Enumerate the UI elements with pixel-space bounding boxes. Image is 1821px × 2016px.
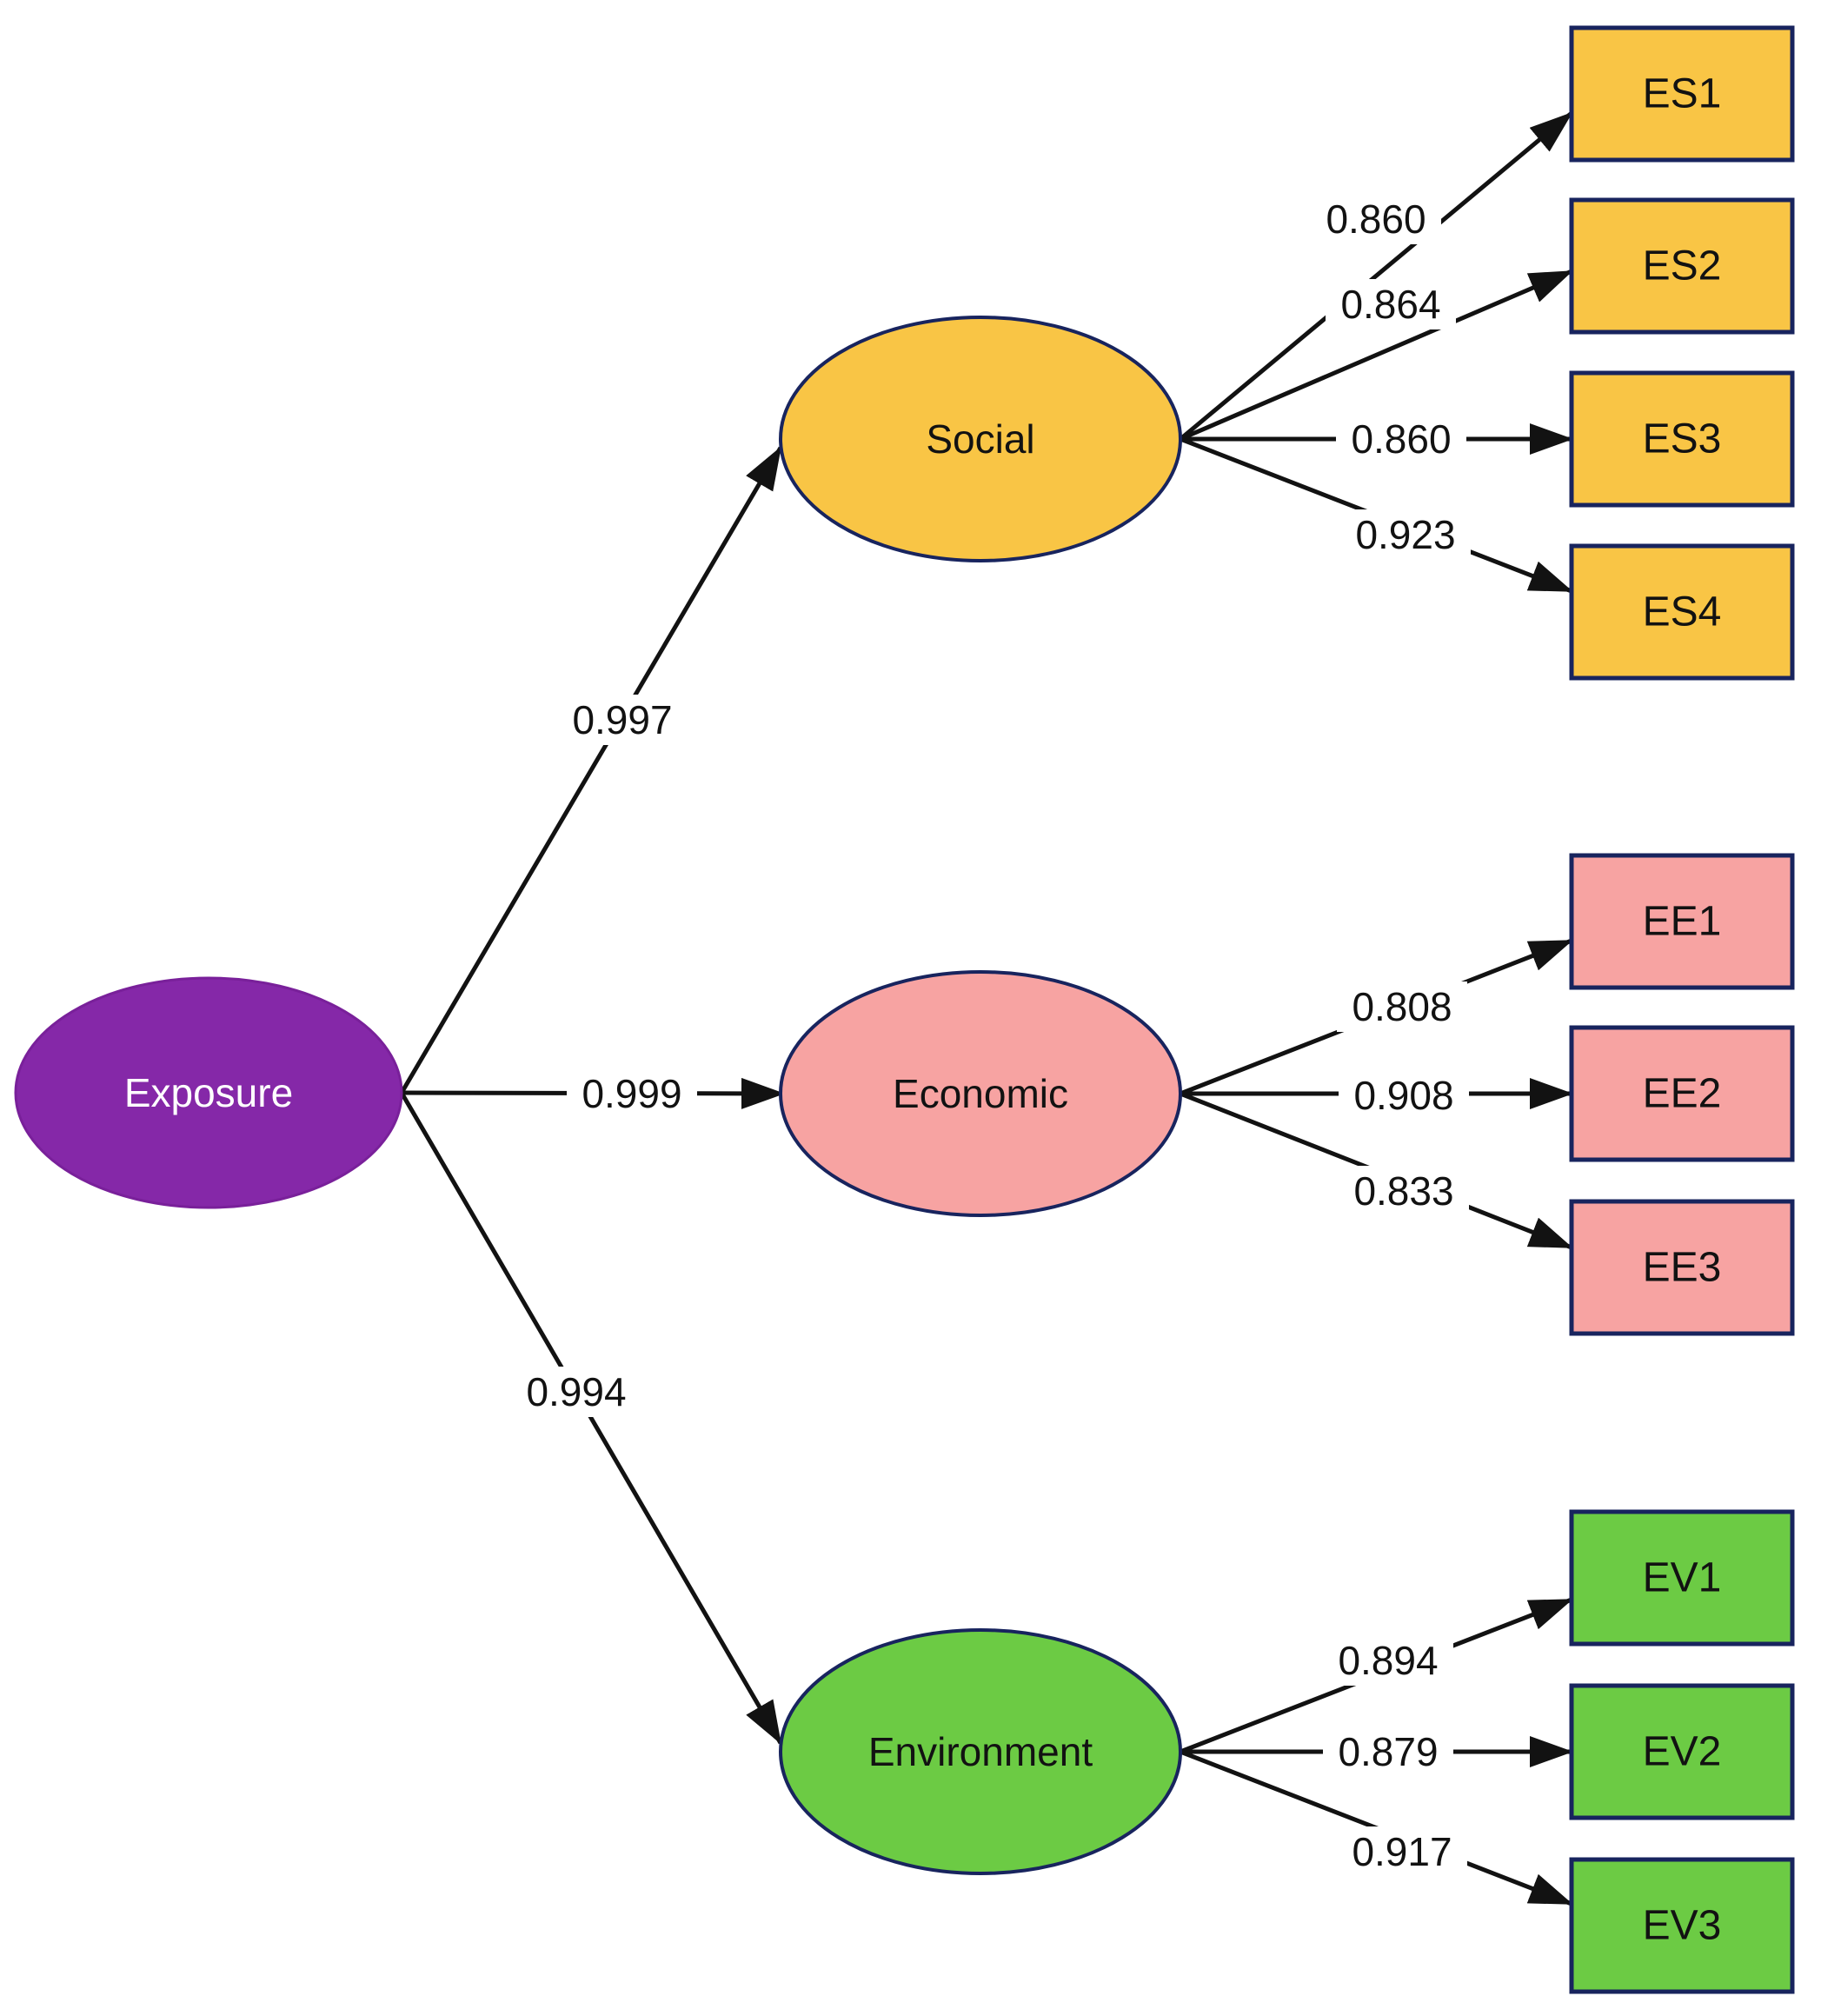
loading-label-ee2: 0.908 [1353,1073,1453,1118]
loading-label-es4-bg [1340,509,1471,560]
indicator-node-es1 [1569,25,1795,163]
loading-label-es1: 0.860 [1326,196,1426,242]
latent-node-exposure [14,976,403,1209]
indicator-node-es2-label: ES2 [1643,243,1722,289]
loading-label-es3: 0.860 [1351,416,1451,462]
path-label-exposure-environment-bg [511,1367,641,1417]
indicator-node-es1-label: ES1 [1643,71,1722,117]
path-label-exposure-environment: 0.994 [526,1369,626,1414]
loading-label-ee1: 0.808 [1352,984,1452,1029]
indicator-node-es4-label: ES4 [1643,589,1722,635]
loading-label-ee3-bg [1339,1166,1469,1216]
indicator-node-es3 [1569,370,1795,508]
loading-label-ev3-bg [1337,1826,1467,1877]
indicator-node-ev3-label: EV3 [1643,1903,1722,1949]
loading-label-es1-bg [1311,194,1441,244]
indicator-node-ee2 [1569,1025,1795,1162]
path-label-exposure-economic-bg [567,1068,697,1119]
path-social-es2 [1180,269,1573,442]
indicator-node-ev1-label: EV1 [1643,1555,1722,1601]
indicator-node-ev1 [1569,1509,1795,1647]
indicator-node-ee3-label: EE3 [1643,1245,1722,1291]
indicator-node-ee2-label: EE2 [1643,1071,1722,1117]
indicator-node-es3-label: ES3 [1643,416,1722,462]
path-label-exposure-social-bg [557,695,688,745]
loading-label-ee3: 0.833 [1353,1168,1453,1214]
loading-label-es2: 0.864 [1340,282,1440,327]
path-exposure-environment [399,1091,783,1745]
loading-label-es4: 0.923 [1355,512,1455,557]
path-label-exposure-social: 0.997 [572,697,672,742]
indicator-node-ee1-label: EE1 [1643,899,1722,945]
indicator-node-ev2 [1569,1683,1795,1820]
loading-label-es3-bg [1336,414,1466,464]
loading-label-ev1: 0.894 [1338,1638,1438,1683]
indicator-node-es2 [1569,197,1795,335]
loading-label-ev2: 0.879 [1338,1729,1438,1774]
indicator-node-ev3 [1569,1857,1795,1994]
loading-label-es2-bg [1326,279,1456,329]
loading-label-ev2-bg [1323,1727,1453,1777]
latent-node-environment-label: Environment [868,1729,1093,1774]
loading-label-ev3: 0.917 [1352,1829,1452,1874]
latent-node-exposure-label: Exposure [124,1070,293,1115]
loading-label-ee1-bg [1337,981,1467,1032]
latent-node-economic [779,970,1182,1217]
latent-node-social [779,316,1182,562]
latent-node-economic-label: Economic [893,1071,1068,1116]
indicator-node-ee1 [1569,853,1795,990]
latent-node-social-label: Social [926,416,1034,462]
path-label-exposure-economic: 0.999 [582,1071,681,1116]
indicator-node-ev2-label: EV2 [1643,1729,1722,1775]
indicator-node-es4 [1569,543,1795,681]
loading-label-ee2-bg [1339,1070,1469,1121]
path-social-es1 [1179,111,1573,441]
indicator-node-ee3 [1569,1199,1795,1336]
latent-node-environment [779,1628,1182,1875]
edge-label-layer: 0.997 0.999 0.994 0.860 0.864 0.860 0.923 0.808… [511,194,1471,1877]
path-exposure-social [399,446,783,1094]
loading-label-ev1-bg [1323,1635,1453,1686]
